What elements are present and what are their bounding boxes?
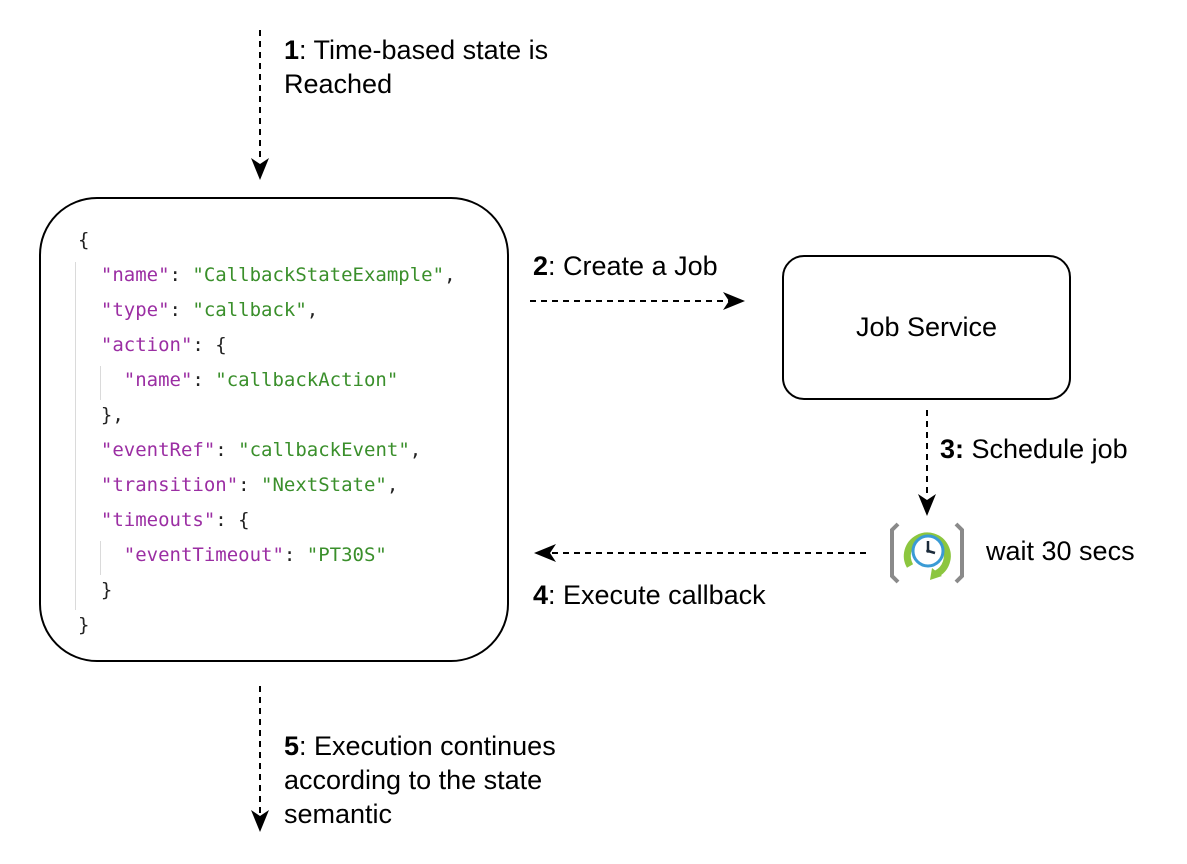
step-5-text-2: according to the state [284,765,543,795]
json-key: "eventTimeout" [78,544,284,566]
json-string: "callback" [192,299,307,321]
step-3-text: Schedule job [964,434,1128,464]
code-line: "transition": "NextState", [78,468,456,503]
json-key: "eventRef" [78,439,216,461]
json-punct: : [192,369,216,391]
json-punct: : [169,264,193,286]
code-line: "action": { [78,328,456,363]
json-key: "type" [78,299,170,321]
json-string: "PT30S" [306,544,387,566]
code-line: "name": "callbackAction" [78,363,456,398]
indent-guide [100,541,101,575]
code-line: "eventTimeout": "PT30S" [78,538,456,573]
state-definition-box [39,197,509,662]
json-key: "name" [78,264,170,286]
json-string: "callbackEvent" [238,439,410,461]
step-2-number: 2 [533,251,549,281]
arrow-step-3 [918,410,936,516]
step-1-label: 1: Time-based state is Reached [284,33,548,101]
json-punct: { [78,229,90,251]
json-punct: : [169,299,193,321]
indent-guide [75,262,76,610]
step-3-label: 3: Schedule job [940,432,1128,466]
code-line: { [78,223,456,258]
step-1-number: 1 [284,35,300,65]
arrow-step-5 [251,686,269,832]
step-2-text: : Create a Job [548,251,718,281]
timer-label: wait 30 secs [986,536,1135,566]
json-string: "callbackAction" [215,369,399,391]
step-3-number: 3: [940,434,965,464]
json-punct: : [215,439,239,461]
code-line: "type": "callback", [78,293,456,328]
step-4-label: 4: Execute callback [533,578,766,612]
json-key: "timeouts" [78,509,216,531]
step-1-text-2: Reached [284,69,393,99]
step-5-number: 5 [284,731,300,761]
state-json-code: { "name": "CallbackStateExample", "type"… [78,223,456,643]
step-5-text: : Execution continues [299,731,556,761]
code-line: "timeouts": { [78,503,456,538]
json-string: "CallbackStateExample" [192,264,445,286]
json-punct: } [78,579,113,601]
json-key: "name" [78,369,193,391]
json-punct: , [386,474,399,496]
step-5-text-3: semantic [284,799,393,829]
step-2-label: 2: Create a Job [533,249,718,283]
code-line: "eventRef": "callbackEvent", [78,433,456,468]
json-string: "NextState" [261,474,387,496]
json-punct: , [409,439,422,461]
json-punct: }, [78,404,124,426]
json-punct: : [283,544,307,566]
code-line: } [78,608,456,643]
code-line: } [78,573,456,608]
json-punct: : { [192,334,227,356]
step-4-text: : Execute callback [548,580,766,610]
json-punct: } [78,614,90,636]
json-punct: , [444,264,456,286]
step-5-label: 5: Execution continues according to the … [284,729,556,831]
step-1-text: : Time-based state is [299,35,549,65]
json-key: "transition" [78,474,239,496]
job-service-label: Job Service [855,312,998,342]
json-punct: : [238,474,262,496]
job-service-box: Job Service [782,255,1071,400]
json-key: "action" [78,334,193,356]
arrow-step-4 [534,544,866,562]
step-4-number: 4 [533,580,549,610]
timer-icon [890,522,964,584]
json-punct: , [306,299,319,321]
arrow-step-2 [530,292,745,310]
code-line: }, [78,398,456,433]
json-punct: : { [215,509,250,531]
arrow-step-1 [251,30,269,180]
code-line: "name": "CallbackStateExample", [78,258,456,293]
indent-guide [100,366,101,400]
